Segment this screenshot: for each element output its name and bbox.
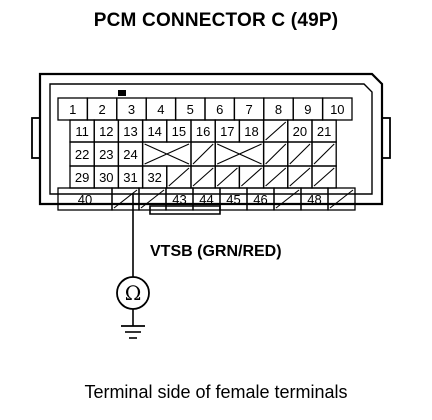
connector-inner-ridge bbox=[49, 83, 373, 195]
terminal-label: 46 bbox=[253, 192, 267, 207]
terminal-label: 9 bbox=[304, 102, 311, 117]
empty-terminal-mark bbox=[241, 167, 262, 187]
terminal-label: 3 bbox=[128, 102, 135, 117]
diagram-caption: Terminal side of female terminals bbox=[84, 382, 348, 402]
terminal-label: 5 bbox=[187, 102, 194, 117]
empty-terminal-mark bbox=[265, 143, 287, 165]
ground-icon bbox=[121, 325, 145, 339]
ohmmeter-icon: Ω bbox=[116, 276, 150, 310]
top-key-notch bbox=[118, 90, 126, 96]
terminal-label: 14 bbox=[147, 124, 161, 139]
empty-terminal-mark bbox=[192, 143, 214, 165]
terminal-label: 8 bbox=[275, 102, 282, 117]
terminal-label: 20 bbox=[293, 124, 307, 139]
empty-terminal-mark bbox=[144, 143, 190, 165]
terminal-label: 24 bbox=[123, 147, 137, 162]
terminal-label: 2 bbox=[98, 102, 105, 117]
ohm-symbol: Ω bbox=[125, 281, 142, 305]
left-latch bbox=[31, 117, 41, 159]
terminal-label: 16 bbox=[196, 124, 210, 139]
terminal-10 bbox=[321, 97, 353, 121]
empty-terminal-mark bbox=[329, 189, 354, 209]
terminal-label: 4 bbox=[157, 102, 164, 117]
terminal-label: 45 bbox=[226, 192, 240, 207]
empty-terminal-mark bbox=[140, 189, 165, 209]
terminal-label: 13 bbox=[123, 124, 137, 139]
terminal-label: 6 bbox=[216, 102, 223, 117]
empty-terminal-mark bbox=[289, 143, 311, 165]
wire-label: VTSB (GRN/RED) bbox=[150, 243, 282, 260]
terminal-label: 31 bbox=[123, 170, 137, 185]
empty-terminal-mark bbox=[275, 189, 300, 209]
empty-terminal-mark bbox=[265, 121, 287, 141]
terminal-label: 12 bbox=[99, 124, 113, 139]
diagram-title: PCM CONNECTOR C (49P) bbox=[93, 10, 339, 31]
terminal-label: 11 bbox=[75, 124, 89, 139]
terminal-empty bbox=[327, 187, 356, 211]
terminal-label: 29 bbox=[75, 170, 89, 185]
terminal-label: 48 bbox=[307, 192, 321, 207]
empty-terminal-mark bbox=[313, 143, 335, 165]
empty-terminal-mark bbox=[313, 167, 335, 187]
terminal-label: 22 bbox=[75, 147, 89, 162]
empty-terminal-mark bbox=[168, 167, 190, 187]
empty-terminal-mark bbox=[216, 143, 262, 165]
empty-terminal-mark bbox=[289, 167, 311, 187]
terminal-label: 10 bbox=[330, 102, 344, 117]
terminal-label: 7 bbox=[245, 102, 252, 117]
terminal-label: 30 bbox=[99, 170, 113, 185]
terminal-label: 17 bbox=[220, 124, 234, 139]
terminal-label: 15 bbox=[172, 124, 186, 139]
empty-terminal-mark bbox=[265, 167, 287, 187]
terminal-label: 18 bbox=[244, 124, 258, 139]
empty-terminal-mark bbox=[113, 189, 138, 209]
terminal-label: 21 bbox=[317, 124, 331, 139]
terminal-label: 1 bbox=[69, 102, 76, 117]
terminal-label: 32 bbox=[147, 170, 161, 185]
terminal-label: 44 bbox=[199, 192, 213, 207]
terminal-label: 40 bbox=[78, 192, 92, 207]
right-latch bbox=[381, 117, 391, 159]
connector-housing bbox=[38, 72, 384, 206]
empty-terminal-mark bbox=[192, 167, 214, 187]
empty-terminal-mark bbox=[216, 167, 238, 187]
terminal-label: 23 bbox=[99, 147, 113, 162]
terminal-label: 43 bbox=[172, 192, 186, 207]
